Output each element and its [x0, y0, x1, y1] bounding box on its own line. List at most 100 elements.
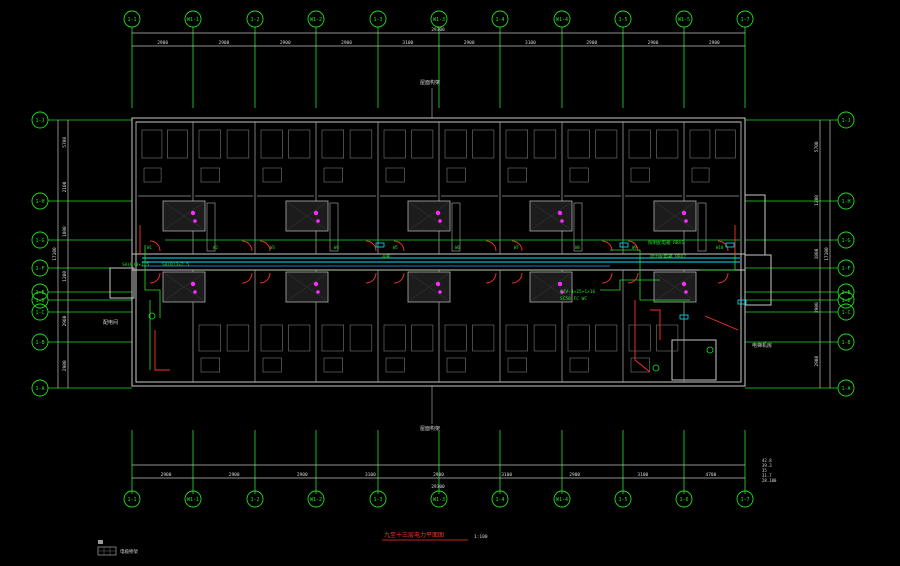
dimension-value: 2900 [219, 40, 230, 46]
wardrobe [329, 202, 339, 252]
desk [569, 167, 589, 183]
exhaust-fan-icon [435, 210, 441, 216]
elevation-value: 28.100 [762, 478, 777, 483]
dimension-value: 2900 [280, 40, 291, 46]
dimension-value: 2900 [586, 40, 597, 46]
wardrobe [206, 202, 216, 252]
axis-bubble [837, 379, 855, 397]
dimension-value: 1200 [814, 195, 820, 206]
door-swing [365, 272, 377, 284]
door-swing [149, 272, 161, 284]
exhaust-fan-icon [313, 281, 319, 287]
red-feeders [139, 225, 739, 373]
axis-label: 1-F [841, 266, 850, 272]
drawing-title-block: 九至十三层电力平面图 1:100 [382, 531, 488, 541]
door-swing [511, 240, 523, 252]
bed [411, 129, 434, 159]
dimension-value: 2900 [569, 472, 580, 478]
circuit-tag: W10 [716, 245, 724, 250]
axis-label: W1-3 [433, 17, 445, 23]
bathroom [285, 200, 329, 232]
axis-bubble [246, 490, 264, 508]
outlet-icon [148, 312, 156, 320]
door-swing [717, 240, 729, 252]
axis-label: 1-D [841, 298, 850, 304]
axis-label: W1-4 [556, 17, 568, 23]
door-swing [627, 272, 639, 284]
axis-bubble [675, 10, 693, 28]
axis-label: 1-J [841, 118, 850, 124]
bed [567, 324, 590, 352]
power-circuits [144, 239, 740, 370]
axis-bubble [553, 490, 571, 508]
axis-bubble [614, 10, 632, 28]
axis-grid: 1-11-1W1-1W1-11-21-2W1-2W1-21-31-3W1-3W1… [31, 10, 855, 508]
dimension-value: 2900 [341, 40, 352, 46]
dimension-lines [57, 32, 831, 479]
dimension-value: 2900 [648, 40, 659, 46]
panel-label-2: 动力配电箱 RBX2 [650, 253, 686, 260]
junction-box [375, 242, 385, 248]
bed [321, 129, 345, 159]
desk [507, 167, 527, 183]
junction-box [725, 242, 735, 248]
axis-label: 1-E [841, 290, 850, 296]
bed [226, 324, 250, 352]
dimension-total: 29300 [431, 27, 445, 33]
bed [444, 324, 467, 352]
bed [505, 324, 529, 352]
outlet-icon [706, 346, 714, 354]
bed [226, 129, 250, 159]
socket-icon [684, 219, 688, 223]
circuit-tag: W2 [213, 245, 218, 250]
left-label: 配电间 [103, 319, 118, 326]
axis-label: 1-G [35, 238, 44, 244]
desk [507, 357, 527, 373]
bed [411, 324, 434, 352]
feeder-label-2: SC50 FC WC [560, 296, 587, 302]
dimension-value: 3100 [525, 40, 536, 46]
axis-bubble [31, 379, 49, 397]
axis-bubble [675, 490, 693, 508]
axis-bubble [837, 291, 855, 309]
axis-label: 1-H [35, 199, 44, 205]
desk [630, 357, 650, 373]
exhaust-fan-icon [313, 210, 319, 216]
axis-label: 1-A [35, 386, 44, 392]
dimension-value: 2100 [62, 181, 68, 192]
desk [143, 167, 162, 183]
axis-bubble [553, 10, 571, 28]
dimension-value: 1800 [62, 226, 68, 237]
exhaust-fan-icon [557, 281, 563, 287]
dimension-value: 2900 [229, 472, 240, 478]
bathroom-hatch [409, 273, 449, 301]
bed [505, 129, 529, 159]
door-swing [511, 272, 523, 284]
door-swing [149, 240, 161, 252]
axis-label: 1-B [841, 340, 850, 346]
bed [383, 324, 406, 352]
dimension-value: 2900 [464, 40, 475, 46]
dimension-total: 17100 [52, 247, 58, 261]
axis-label: 1-5 [618, 17, 627, 23]
socket-icon [438, 290, 442, 294]
dimension-value: 2900 [62, 315, 68, 326]
desk [385, 167, 405, 183]
exhaust-fan-icon [435, 281, 441, 287]
door-swing [393, 272, 405, 284]
axis-bubble [837, 283, 855, 301]
socket-icon [316, 290, 320, 294]
dimension-value: 2900 [814, 355, 820, 366]
elevation-value: 39.3 [762, 463, 772, 468]
dimension-value: 2900 [297, 472, 308, 478]
circuit-tag: W8 [575, 245, 580, 250]
bed [628, 129, 651, 159]
axis-label: 1-4 [495, 497, 504, 503]
dimension-value: 2900 [709, 40, 720, 46]
desk [446, 167, 466, 183]
desk [569, 357, 589, 373]
axis-bubble [837, 231, 855, 249]
desk [200, 167, 220, 183]
drawing-scale: 1:100 [474, 534, 488, 540]
